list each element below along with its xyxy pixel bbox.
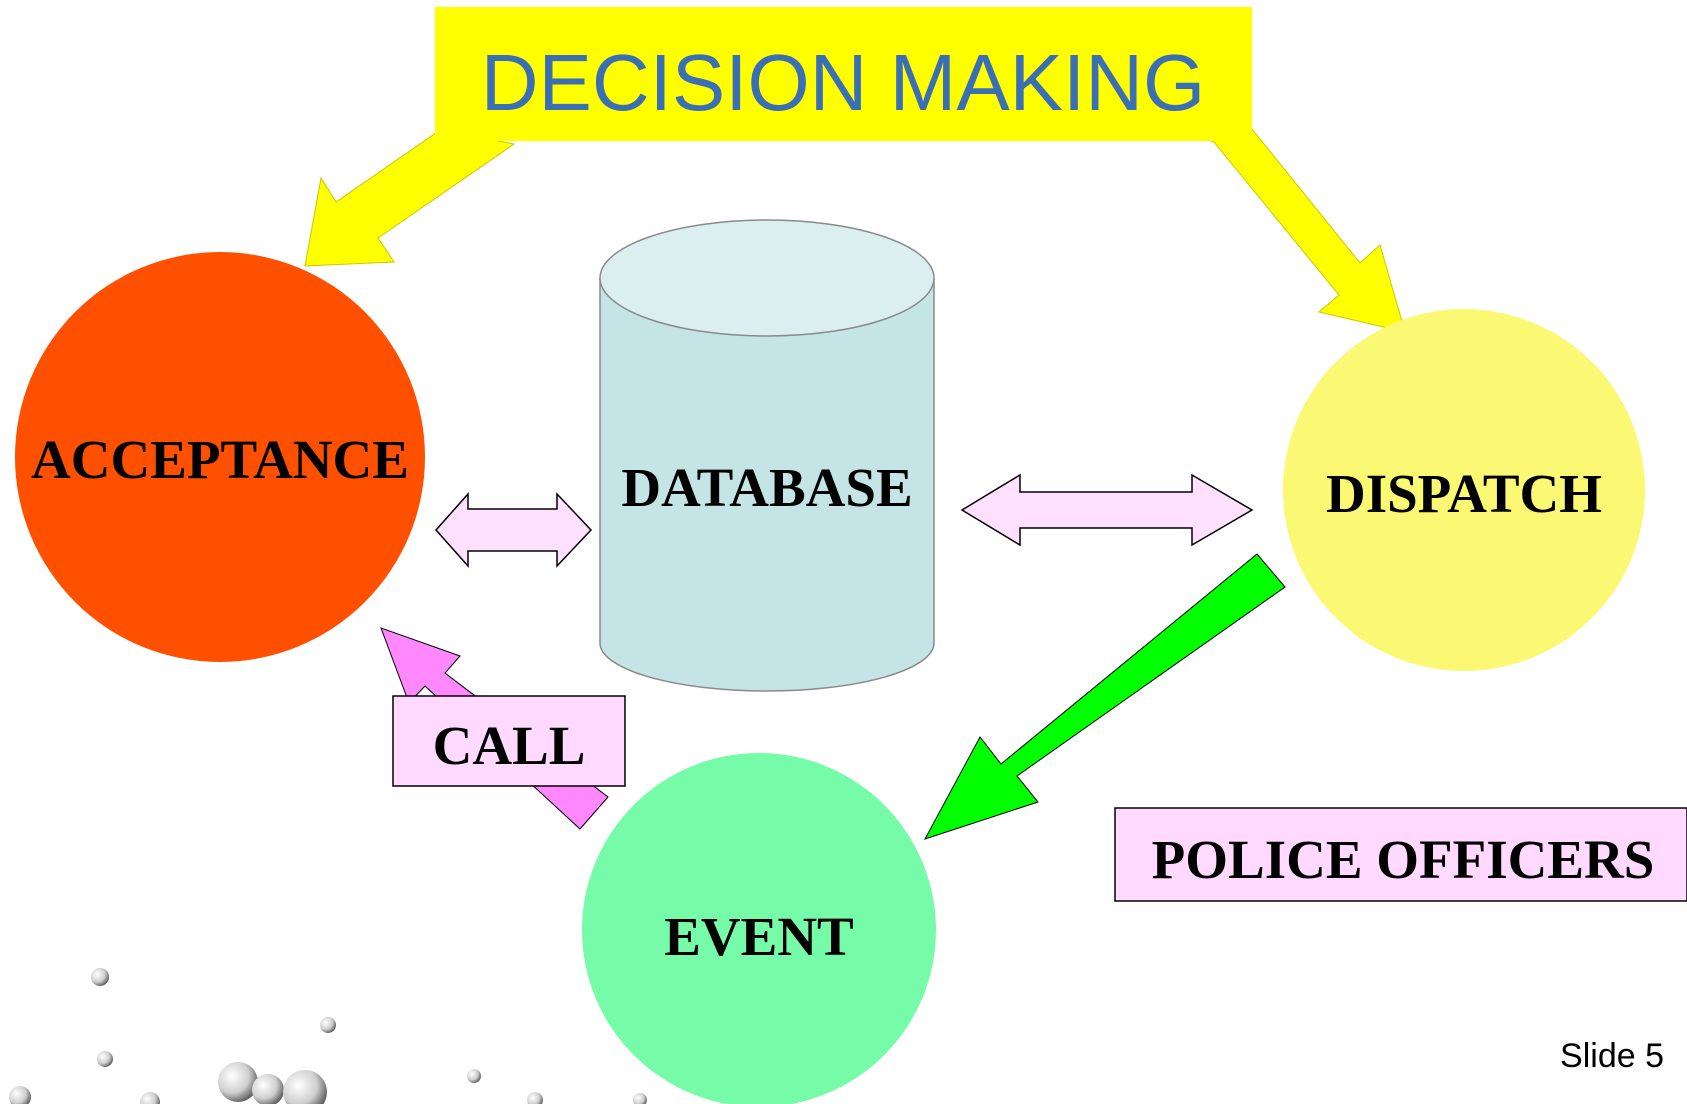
database-dispatch-double-arrow [960, 473, 1254, 547]
acceptance-database-double-arrow [434, 492, 593, 568]
call-label-box [392, 695, 626, 787]
event-label: EVENT [664, 906, 854, 967]
diagram-title: DECISION MAKING [481, 38, 1206, 127]
dispatch-node [1283, 309, 1645, 671]
police-officers-label-box [1114, 807, 1687, 902]
database-label: DATABASE [621, 457, 912, 518]
database-node [599, 219, 935, 692]
decorative-spheres [9, 968, 647, 1104]
slide-number: Slide 5 [1560, 1037, 1664, 1075]
dispatch-to-event-arrow [923, 553, 1286, 840]
acceptance-label: ACCEPTANCE [31, 429, 409, 490]
title-box [435, 7, 1252, 141]
dispatch-label: DISPATCH [1326, 463, 1602, 524]
call-label: CALL [433, 715, 586, 776]
event-node [582, 753, 936, 1104]
police-officers-label: POLICE OFFICERS [1152, 829, 1655, 890]
decision-to-acceptance-arrow [304, 107, 516, 267]
acceptance-node [15, 252, 425, 662]
decision-to-dispatch-arrow [1188, 107, 1406, 333]
